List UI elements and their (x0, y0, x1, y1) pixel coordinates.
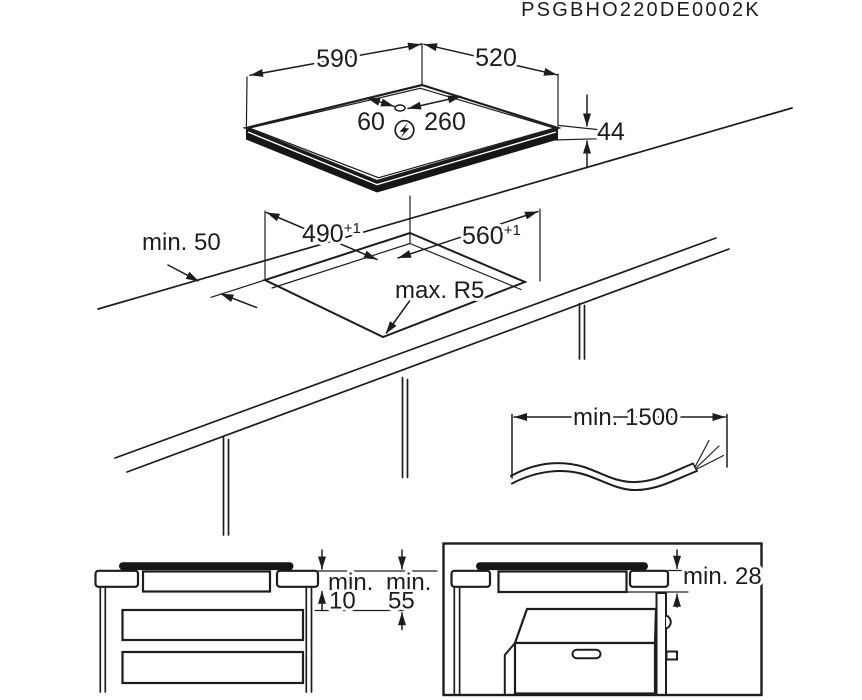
worktop-cutout-view: 490+1 560+1 min. 50 max. R5 (97, 107, 793, 536)
dim-width-label: 590 (316, 45, 358, 73)
dim-560-line (397, 210, 539, 259)
power-connection-icon (394, 119, 415, 141)
hob-body-section (141, 570, 272, 593)
oven-top-face (513, 607, 658, 645)
lightning-bolt-icon (399, 122, 410, 138)
worktop-back-edge (97, 107, 793, 310)
dim-depth-label: 520 (475, 44, 517, 72)
oven-clearance-label: min. 28 (683, 563, 762, 590)
hob-glass-section (476, 562, 648, 571)
oven-hinge-bump (665, 614, 672, 630)
table-legs (222, 302, 586, 536)
cable-upper-line (510, 462, 694, 484)
cutout-inner-walls (271, 232, 522, 291)
worktop-left-piece (94, 569, 140, 588)
drawer-clearance-section: min. 10 min. 55 (94, 549, 438, 693)
hob-glass-section (119, 562, 294, 571)
worktop-right-piece (275, 569, 320, 588)
mains-connection-point (394, 104, 406, 112)
cutout-hole (262, 231, 528, 339)
dim-44-extensions (553, 124, 598, 141)
diagram-title: PSGBHO220DE0002K (521, 0, 761, 21)
reference-lines (314, 570, 438, 612)
gap-top-value: 55 (388, 588, 415, 615)
hob-side-band (246, 128, 558, 193)
extension-lines (245, 42, 559, 127)
dim-power-left-label: 60 (357, 108, 385, 136)
gap-hob-value: 10 (329, 588, 356, 615)
drawer-upper (121, 608, 305, 642)
oven-handle (571, 648, 602, 660)
cable-lower-line (511, 470, 698, 492)
worktop-left-piece (450, 569, 492, 588)
gap-top-label: min. (386, 569, 431, 596)
cabinet-legs (99, 586, 313, 693)
hob-isometric-view: 590 520 60 260 44 (242, 40, 628, 193)
cable-dim-ticks (511, 413, 728, 479)
dim-cutout-depth-label: 490+1 (302, 220, 361, 248)
dim-590-line (249, 43, 422, 77)
worktop-front-edge (114, 237, 730, 473)
cutout-extension-lines (264, 195, 541, 282)
dim-min50-arrows (167, 264, 258, 309)
drawer-lower (121, 650, 305, 685)
mains-cable-view: min. 1500 (510, 401, 728, 492)
hob-body-section (497, 570, 628, 594)
dim-cable-length-label: min. 1500 (573, 404, 678, 431)
oven-side-screw (665, 650, 678, 661)
dim-rear-clearance-label: min. 50 (142, 229, 221, 256)
cabinet-leg (453, 586, 461, 695)
dim-power-right-label: 260 (424, 108, 466, 136)
oven-left-edge (503, 642, 516, 695)
gap-hob-label: min. (328, 569, 373, 596)
dim-corner-radius-label: max. R5 (395, 277, 484, 304)
cable-stripped-wires (694, 439, 725, 470)
cutout-edge-extension (210, 279, 266, 298)
dim-490-line (265, 211, 378, 261)
hob-glass-inner-rim (247, 87, 557, 179)
dim-height-label: 44 (597, 118, 625, 146)
cable-end-cap (692, 462, 698, 472)
oven-clearance-section: min. 28 (442, 542, 765, 697)
hob-glass-edge-highlight (247, 131, 557, 186)
dim-520-line (423, 43, 558, 76)
dim-cutout-width-label: 560+1 (462, 222, 521, 250)
oven-drawing (503, 592, 678, 695)
worktop-right-piece (628, 569, 670, 588)
